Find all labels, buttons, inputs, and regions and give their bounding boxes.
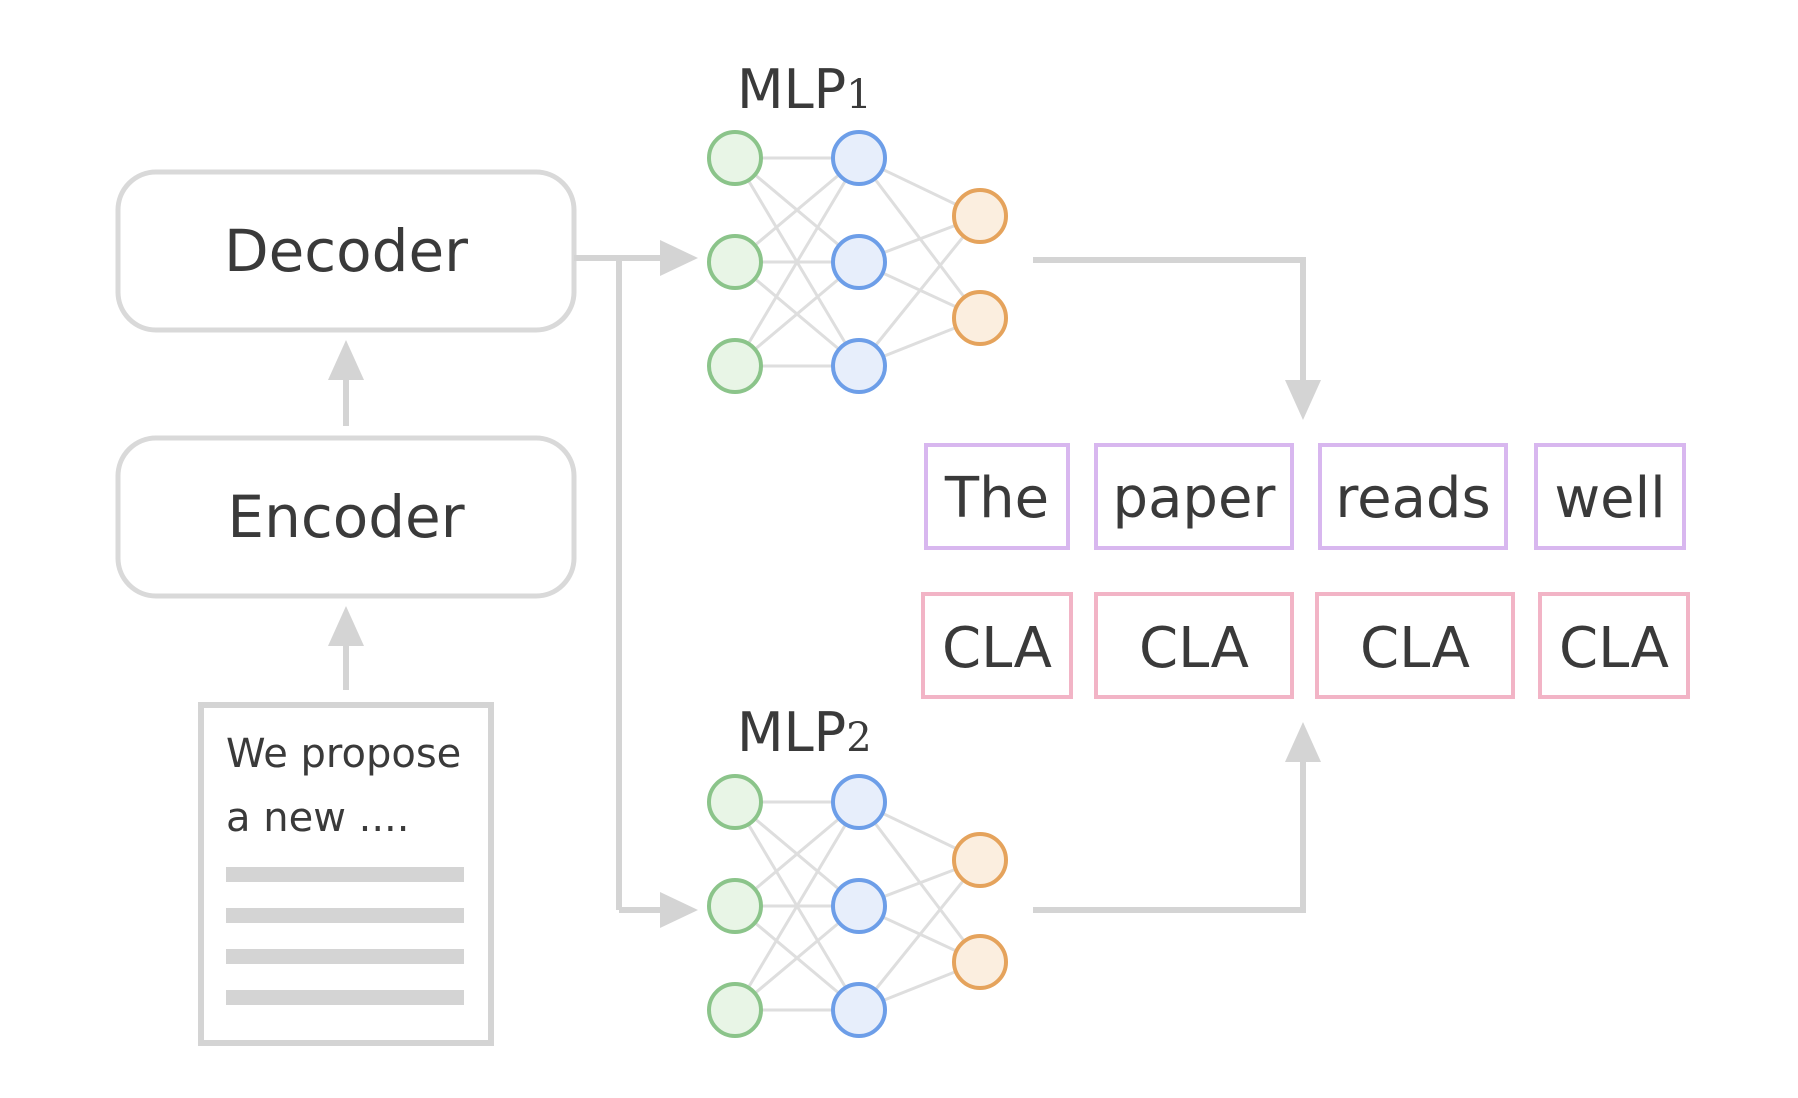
label-text: CLA xyxy=(942,616,1052,681)
token-text: reads xyxy=(1335,466,1490,531)
hidden-node xyxy=(831,982,887,1038)
input-node xyxy=(707,774,763,830)
hidden-node xyxy=(831,878,887,934)
label-text: CLA xyxy=(1139,616,1249,681)
mlp-edge xyxy=(733,157,861,367)
token-row: The paper reads well xyxy=(924,443,1686,550)
token-text: paper xyxy=(1113,466,1277,531)
output-node xyxy=(952,188,1008,244)
output-node xyxy=(952,832,1008,888)
mlp-edge xyxy=(857,215,982,367)
label-box: CLA xyxy=(1315,592,1515,699)
document-text-line xyxy=(226,949,464,964)
mlp2: MLP2 xyxy=(707,701,1008,1038)
input-document: We propose a new .... xyxy=(198,702,494,1046)
label-box: CLA xyxy=(921,592,1073,699)
document-line-1: We propose xyxy=(226,731,461,777)
document-line-2: a new .... xyxy=(226,795,409,841)
input-node xyxy=(707,130,763,186)
mlp1-title: MLP1 xyxy=(737,58,872,121)
document-text-line xyxy=(226,867,464,882)
mlp2-output-connector xyxy=(1033,722,1321,913)
input-node xyxy=(707,338,763,394)
token-text: well xyxy=(1554,466,1665,531)
hidden-node xyxy=(831,338,887,394)
output-node xyxy=(952,290,1008,346)
mlp1-output-connector xyxy=(1033,257,1321,420)
arrow-to-mlp1 xyxy=(660,240,698,276)
mlp-edge xyxy=(857,859,982,1011)
mlp1: MLP1 xyxy=(707,58,1008,394)
hidden-node xyxy=(831,774,887,830)
hidden-node xyxy=(831,234,887,290)
decoder-block: Decoder xyxy=(115,169,577,333)
decoder-label: Decoder xyxy=(224,217,468,285)
decoder-output-connector xyxy=(574,255,664,913)
encoder-to-decoder-arrow xyxy=(328,340,364,426)
label-row: CLA CLA CLA CLA xyxy=(921,592,1690,699)
document-to-encoder-arrow xyxy=(328,606,364,690)
label-box: CLA xyxy=(1094,592,1294,699)
mlp-edge xyxy=(733,801,861,1011)
document-text-line xyxy=(226,990,464,1005)
input-node xyxy=(707,234,763,290)
token-text: The xyxy=(944,466,1049,531)
token-box: reads xyxy=(1318,443,1508,550)
document-text-line xyxy=(226,908,464,923)
input-node xyxy=(707,878,763,934)
encoder-label: Encoder xyxy=(227,483,464,551)
label-text: CLA xyxy=(1360,616,1470,681)
mlp2-nodes xyxy=(707,774,1008,1038)
mlp2-title: MLP2 xyxy=(737,701,872,764)
arrow-to-mlp2 xyxy=(660,892,698,928)
output-node xyxy=(952,934,1008,990)
hidden-node xyxy=(831,130,887,186)
token-box: paper xyxy=(1094,443,1294,550)
encoder-block: Encoder xyxy=(115,435,577,599)
label-box: CLA xyxy=(1538,592,1690,699)
token-box: well xyxy=(1534,443,1686,550)
input-node xyxy=(707,982,763,1038)
mlp1-nodes xyxy=(707,130,1008,394)
token-box: The xyxy=(924,443,1070,550)
label-text: CLA xyxy=(1559,616,1669,681)
